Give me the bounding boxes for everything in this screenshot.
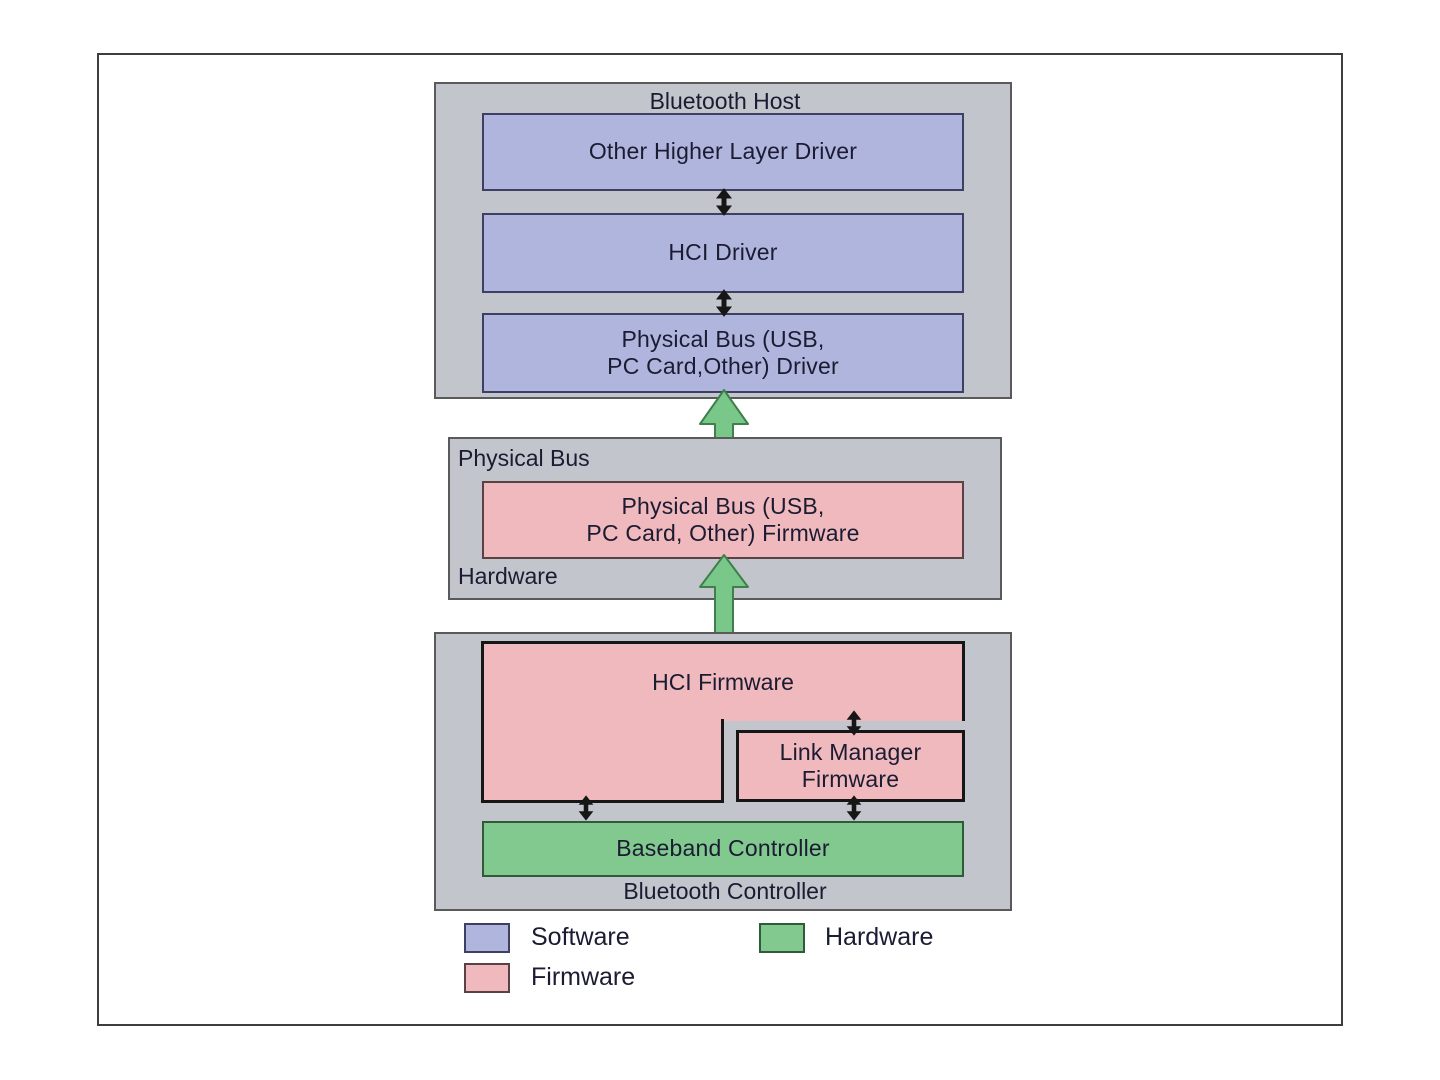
- block-label: HCI Driver: [668, 239, 778, 266]
- legend-label-hardware: Hardware: [825, 923, 934, 951]
- bluetooth-controller-caption: Bluetooth Controller: [623, 878, 827, 904]
- arrow-hci-firmware-to-baseband: [578, 795, 594, 821]
- block-label-line2: Firmware: [801, 766, 900, 792]
- block-label-line2: PC Card, Other) Firmware: [586, 520, 860, 546]
- block-label-line1: Physical Bus (USB,: [621, 492, 825, 519]
- legend-swatch-software: [464, 923, 510, 953]
- block-label: Other Higher Layer Driver: [588, 138, 858, 165]
- block-label: HCI Firmware: [652, 669, 794, 695]
- block-label-line1: Physical Bus (USB,: [621, 325, 825, 352]
- hci-firmware-seam: [484, 717, 721, 723]
- bluetooth-host-caption: Bluetooth Host: [649, 88, 801, 114]
- block-label-line2: PC Card,Other) Driver: [607, 353, 839, 379]
- physical-bus-caption-top: Physical Bus: [458, 445, 590, 471]
- block-link-manager-firmware: Link Manager Firmware: [736, 730, 965, 802]
- block-hci-firmware: HCI Firmware: [481, 641, 965, 721]
- arrow-link-manager-to-baseband: [846, 795, 862, 821]
- arrow-hci-firmware-to-link-manager: [846, 710, 862, 736]
- block-other-higher-layer-driver: Other Higher Layer Driver: [482, 113, 964, 191]
- arrow-hci-driver-to-physical-bus-driver: [715, 289, 733, 317]
- block-hci-firmware-column: [481, 719, 724, 803]
- block-physical-bus-driver: Physical Bus (USB, PC Card,Other) Driver: [482, 313, 964, 393]
- legend-label-firmware: Firmware: [531, 963, 636, 991]
- block-hci-driver: HCI Driver: [482, 213, 964, 293]
- legend-swatch-hardware: [759, 923, 805, 953]
- arrow-higher-layer-to-hci-driver: [715, 188, 733, 216]
- legend-swatch-firmware: [464, 963, 510, 993]
- legend-label-software: Software: [531, 923, 630, 951]
- diagram-outer-frame: Bluetooth Host Other Higher Layer Driver…: [97, 53, 1343, 1026]
- block-label: Baseband Controller: [616, 835, 830, 862]
- block-physical-bus-firmware: Physical Bus (USB, PC Card, Other) Firmw…: [482, 481, 964, 559]
- block-baseband-controller: Baseband Controller: [482, 821, 964, 877]
- physical-bus-caption-bottom: Hardware: [458, 563, 558, 589]
- block-label-line1: Link Manager: [779, 738, 922, 765]
